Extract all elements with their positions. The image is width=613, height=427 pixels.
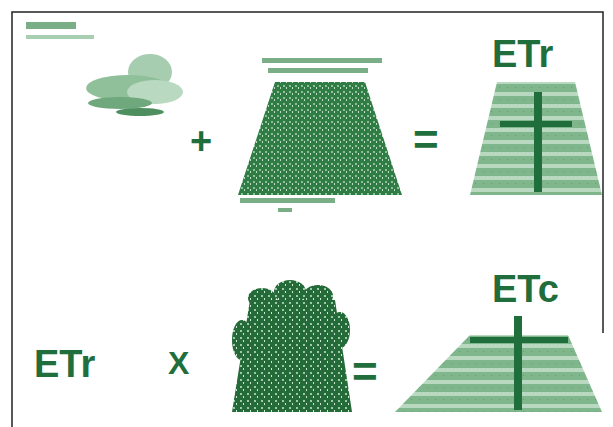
cross-mark [500, 121, 572, 127]
etc-label: ETc [492, 270, 559, 308]
reference-grass [238, 82, 402, 195]
cross-mark [534, 92, 542, 192]
etr-label: ETr [492, 35, 553, 73]
cross-mark [514, 316, 522, 410]
etr-trapezoid [470, 82, 602, 195]
etr-label: ETr [34, 345, 95, 383]
etc-trapezoid [395, 335, 602, 412]
frame [12, 12, 603, 427]
equals-sign: = [413, 118, 439, 162]
plus-sign: + [190, 122, 212, 160]
crop-canopy [232, 280, 352, 412]
cloud-icon [86, 54, 183, 116]
equals-sign: = [352, 350, 378, 394]
multiply-sign: X [168, 347, 189, 379]
cross-mark [470, 337, 568, 343]
